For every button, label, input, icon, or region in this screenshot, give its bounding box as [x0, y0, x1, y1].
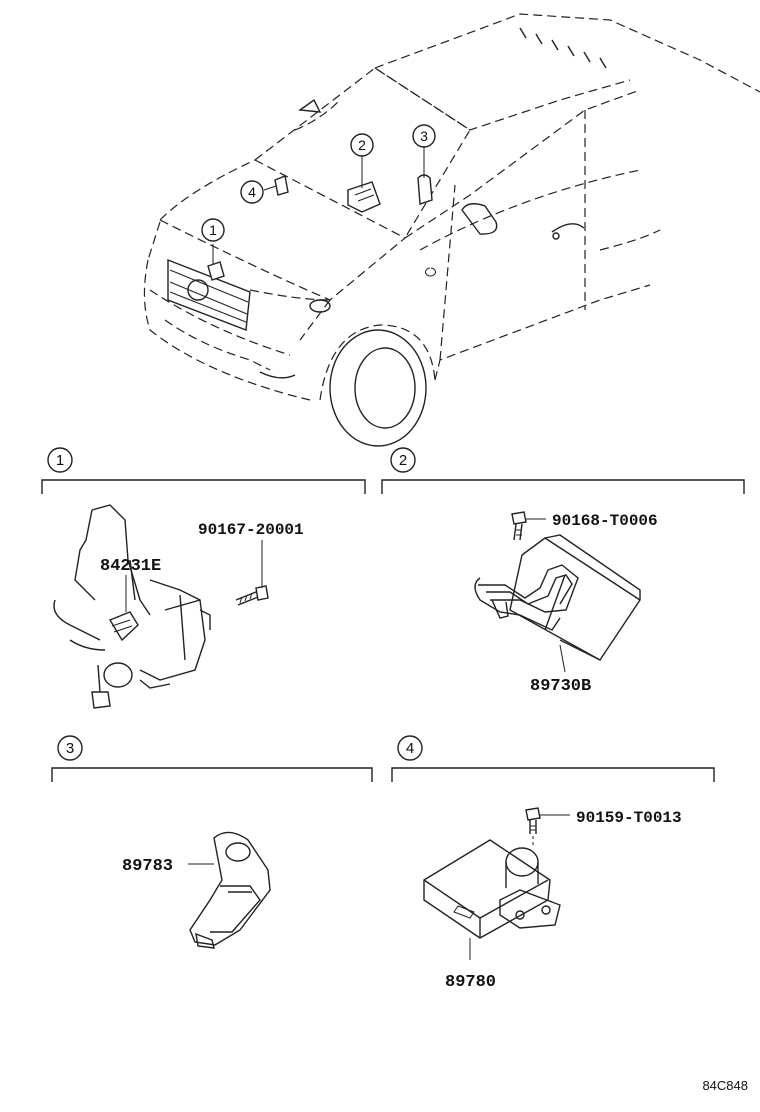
part-90168-T0006-illustration	[511, 511, 546, 541]
section-3: 3 89783	[51, 735, 373, 949]
section-1-number: 1	[56, 452, 64, 469]
vehicle-callout-4-label: 4	[248, 184, 256, 200]
vehicle-callout-2: 2	[350, 133, 374, 157]
section-3-number: 3	[66, 740, 74, 757]
vehicle-illustration	[143, 13, 760, 447]
part-number-89783: 89783	[122, 857, 173, 876]
section-2: 2 90168-T0006 89730B	[381, 447, 745, 696]
part-number-89780: 89780	[445, 973, 496, 992]
section-2-number: 2	[399, 452, 407, 469]
section-4: 4 90159-T0013 89780	[391, 735, 715, 992]
part-90159-T0013-illustration	[525, 807, 570, 848]
part-number-90159-T0013: 90159-T0013	[576, 809, 682, 827]
part-90167-20001-illustration	[235, 540, 269, 606]
vehicle-callout-4: 4	[240, 180, 264, 204]
section-4-bracket	[391, 767, 715, 782]
vehicle-callout-1: 1	[201, 218, 225, 242]
section-4-number: 4	[406, 740, 414, 757]
part-number-90168-T0006: 90168-T0006	[552, 512, 658, 530]
part-number-90167-20001: 90167-20001	[198, 521, 304, 539]
part-89780-illustration	[423, 839, 561, 960]
part-84231E-illustration	[53, 504, 211, 709]
vehicle-callout-3: 3	[412, 124, 436, 148]
diagram-code: 84C848	[702, 1078, 748, 1093]
section-3-bracket	[51, 767, 373, 782]
part-number-89730B: 89730B	[530, 677, 591, 696]
vehicle-callout-1-label: 1	[209, 222, 217, 238]
part-number-84231E: 84231E	[100, 557, 161, 576]
section-1: 1 84231E 9	[41, 447, 366, 709]
part-89730B-illustration	[474, 534, 641, 673]
part-89783-illustration	[188, 831, 271, 949]
vehicle-callout-2-label: 2	[358, 137, 366, 153]
section-1-bracket	[41, 479, 366, 494]
section-2-bracket	[381, 479, 745, 494]
vehicle-callout-3-label: 3	[420, 128, 428, 144]
